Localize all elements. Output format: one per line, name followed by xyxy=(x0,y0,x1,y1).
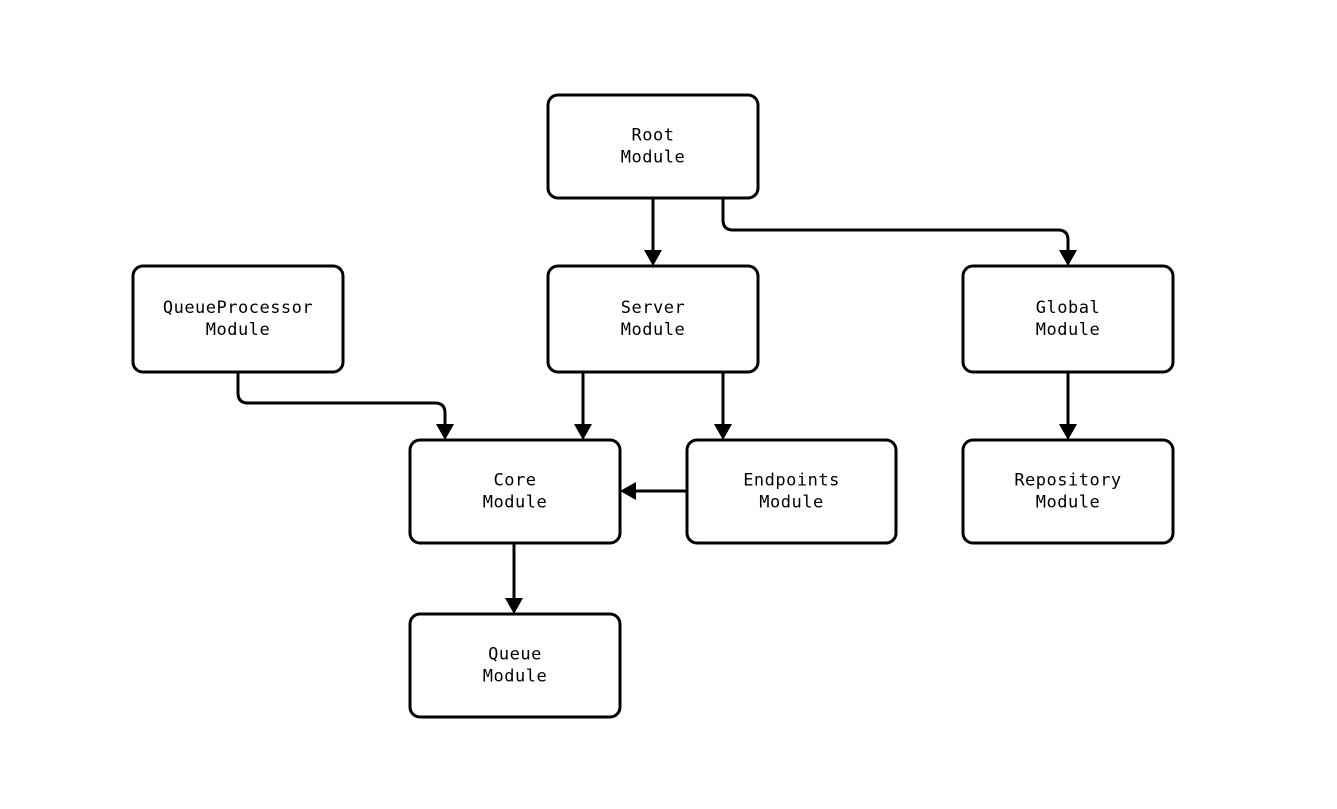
node-label-line1-root: Root xyxy=(632,126,675,146)
node-box-server[interactable] xyxy=(546,264,760,374)
edge-arrowhead xyxy=(574,424,592,440)
node-label-line1-queue: Queue xyxy=(488,645,542,665)
edge-arrowhead xyxy=(1059,424,1077,440)
node-label-line2-endpoints: Module xyxy=(759,493,823,513)
node-label-line1-queueprocessor: QueueProcessor xyxy=(163,298,313,318)
node-label-line2-server: Module xyxy=(621,320,685,340)
edge-line xyxy=(236,372,447,425)
edge-arrowhead xyxy=(644,250,662,266)
node-box-endpoints[interactable] xyxy=(685,438,898,545)
edge-endpoints-to-core xyxy=(620,482,687,500)
edge-arrowhead xyxy=(714,424,732,440)
node-label-line2-global: Module xyxy=(1036,320,1100,340)
edge-arrowhead xyxy=(436,424,454,440)
edge-root-to-global xyxy=(721,198,1077,266)
node-label-line2-queueprocessor: Module xyxy=(206,320,270,340)
node-label-line1-core: Core xyxy=(494,471,537,491)
node-label-line1-repository: Repository xyxy=(1014,471,1121,491)
node-box-repository[interactable] xyxy=(961,438,1175,545)
edge-arrowhead xyxy=(1059,250,1077,266)
edge-server-to-core xyxy=(574,372,592,440)
edge-core-to-queue xyxy=(505,543,523,614)
edges-layer xyxy=(236,198,1077,614)
edge-queueprocessor-to-core xyxy=(236,372,454,440)
edge-root-to-server xyxy=(644,198,662,266)
node-label-line2-root: Module xyxy=(621,148,685,168)
node-label-line1-endpoints: Endpoints xyxy=(743,471,840,491)
node-box-queue[interactable] xyxy=(408,612,622,719)
edge-arrowhead xyxy=(620,482,636,500)
nodes-layer: RootModuleQueueProcessorModuleServerModu… xyxy=(131,93,1175,719)
edge-global-to-repository xyxy=(1059,372,1077,440)
node-box-core[interactable] xyxy=(408,438,622,545)
node-label-line2-repository: Module xyxy=(1036,493,1100,513)
node-box-global[interactable] xyxy=(961,264,1175,374)
node-box-queueprocessor[interactable] xyxy=(131,264,345,374)
edge-line xyxy=(721,198,1070,251)
node-label-line1-global: Global xyxy=(1036,298,1100,318)
edge-server-to-endpoints xyxy=(714,372,732,440)
node-label-line1-server: Server xyxy=(621,298,685,318)
node-label-line2-queue: Module xyxy=(483,667,547,687)
node-box-root[interactable] xyxy=(546,93,760,200)
node-label-line2-core: Module xyxy=(483,493,547,513)
edge-arrowhead xyxy=(505,598,523,614)
